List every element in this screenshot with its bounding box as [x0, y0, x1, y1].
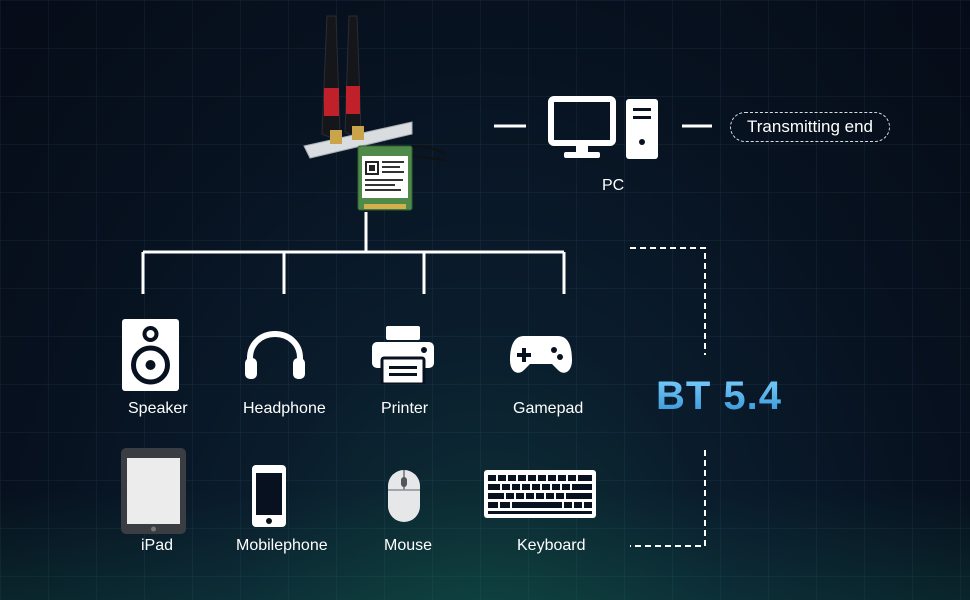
device-label-speaker: Speaker: [128, 400, 188, 417]
phone-icon: [252, 465, 286, 527]
device-label-headphone: Headphone: [243, 400, 326, 417]
gamepad-icon: [510, 336, 572, 373]
transmitting-end-badge: Transmitting end: [730, 112, 890, 142]
speaker-icon: [122, 319, 179, 391]
device-label-gamepad: Gamepad: [513, 400, 584, 417]
headphone-icon: [245, 330, 305, 379]
device-label-mobilephone: Mobilephone: [236, 537, 328, 554]
device-label-keyboard: Keyboard: [517, 537, 586, 554]
device-label-printer: Printer: [381, 400, 429, 417]
tablet-icon: [121, 448, 186, 534]
wifi-bt-card-icon: [303, 15, 447, 211]
device-label-ipad: iPad: [141, 537, 174, 554]
bt-version-label: BT 5.4: [656, 374, 783, 418]
bt-bracket-bottom: [630, 450, 706, 547]
device-label-mouse: Mouse: [384, 537, 433, 554]
mouse-icon: [388, 470, 420, 522]
pc-icon: [548, 96, 658, 159]
printer-icon: [372, 326, 434, 384]
pc-label: PC: [602, 177, 625, 194]
bt-bracket-top: [630, 247, 706, 355]
keyboard-icon: [484, 470, 596, 518]
